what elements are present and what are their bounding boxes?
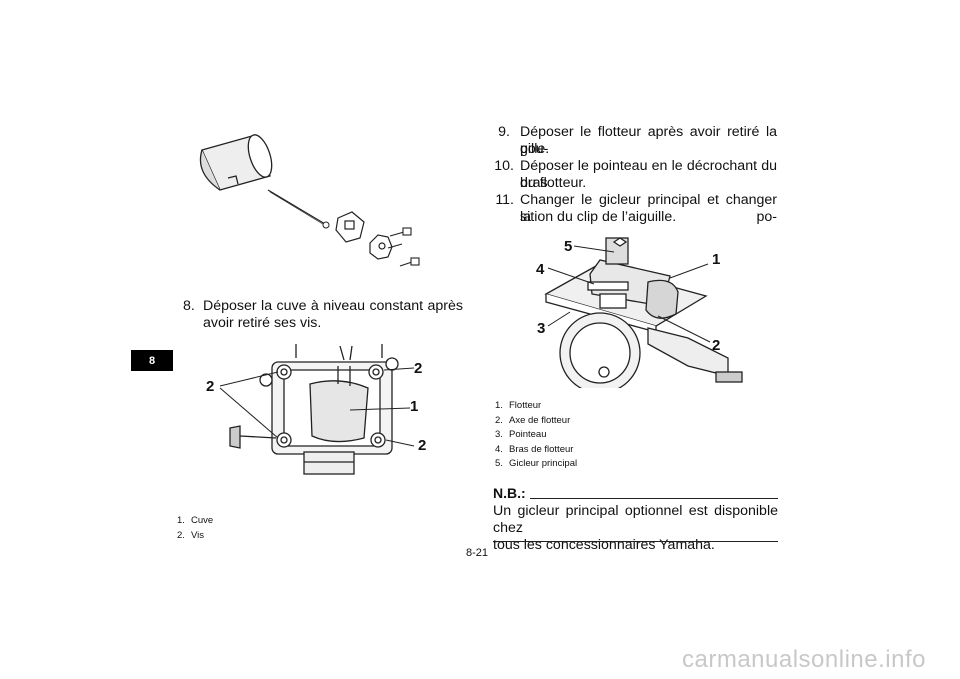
- step-text-line1: Déposer la cuve à niveau constant après: [203, 298, 463, 314]
- callout-4: 4: [536, 261, 545, 278]
- step-number: 10.: [494, 158, 514, 174]
- step-text-line2: du flotteur.: [520, 175, 587, 191]
- callout-1: 1: [410, 398, 419, 415]
- callout-3: 3: [537, 320, 546, 337]
- step-text-line1: Déposer le pointeau en le décrochant du …: [520, 158, 777, 191]
- note-bottom-rule: [493, 541, 778, 542]
- callout-2-top-right: 2: [414, 360, 423, 377]
- caption-item: 1.Flotteur: [495, 400, 542, 411]
- callout-2-left: 2: [206, 378, 215, 395]
- step-9: 9. Déposer le flotteur après avoir retir…: [490, 124, 777, 160]
- callout-1: 1: [712, 251, 721, 268]
- step-text-line2: sition du clip de l’aiguille.: [520, 209, 677, 225]
- caption-item: 1.Cuve: [177, 515, 214, 526]
- carburetor-bottom-illustration: [219, 344, 415, 475]
- page-number: 8-21: [466, 547, 489, 559]
- step-text-line1: Déposer le flotteur après avoir retiré l…: [520, 124, 777, 157]
- note-title: N.B.:: [493, 485, 526, 501]
- step-number: 8.: [183, 298, 195, 314]
- caption-item: 5.Gicleur principal: [495, 458, 578, 469]
- callout-2-bottom-right: 2: [418, 437, 427, 454]
- caption-item: 4.Bras de flotteur: [495, 443, 574, 455]
- float-assembly-illustration: [544, 237, 743, 388]
- step-text-line1: Changer le gicleur principal et changer …: [520, 192, 777, 225]
- float-removal-illustration: [199, 134, 420, 267]
- caption-item: 2.Vis: [177, 529, 205, 541]
- step-10: 10. Déposer le pointeau en le décrochant…: [490, 158, 777, 194]
- left-caption-list: 1.Cuve 2.Vis: [177, 514, 213, 543]
- step-number: 11.: [495, 192, 514, 208]
- note-title-rule: [530, 498, 778, 499]
- caption-item: 2.Axe de flotteur: [495, 414, 571, 426]
- step-number: 9.: [498, 124, 510, 140]
- callout-2: 2: [712, 337, 721, 354]
- step-text-line2: avoir retiré ses vis.: [203, 315, 322, 331]
- caption-item: 3.Pointeau: [495, 429, 547, 440]
- note-line1: Un gicleur principal optionnel est dispo…: [493, 503, 778, 536]
- right-caption-list: 1.Flotteur 2.Axe de flotteur 3.Pointeau …: [495, 399, 577, 472]
- chapter-tab: 8: [131, 350, 173, 371]
- watermark: carmanualsonline.info: [682, 646, 926, 673]
- step-text-line2: pille.: [520, 141, 550, 157]
- step-8: 8. Déposer la cuve à niveau constant apr…: [183, 298, 463, 334]
- step-11: 11. Changer le gicleur principal et chan…: [490, 192, 777, 228]
- callout-5: 5: [564, 238, 573, 255]
- note-text: Un gicleur principal optionnel est dispo…: [493, 503, 778, 554]
- note-line2: tous les concessionnaires Yamaha.: [493, 537, 715, 553]
